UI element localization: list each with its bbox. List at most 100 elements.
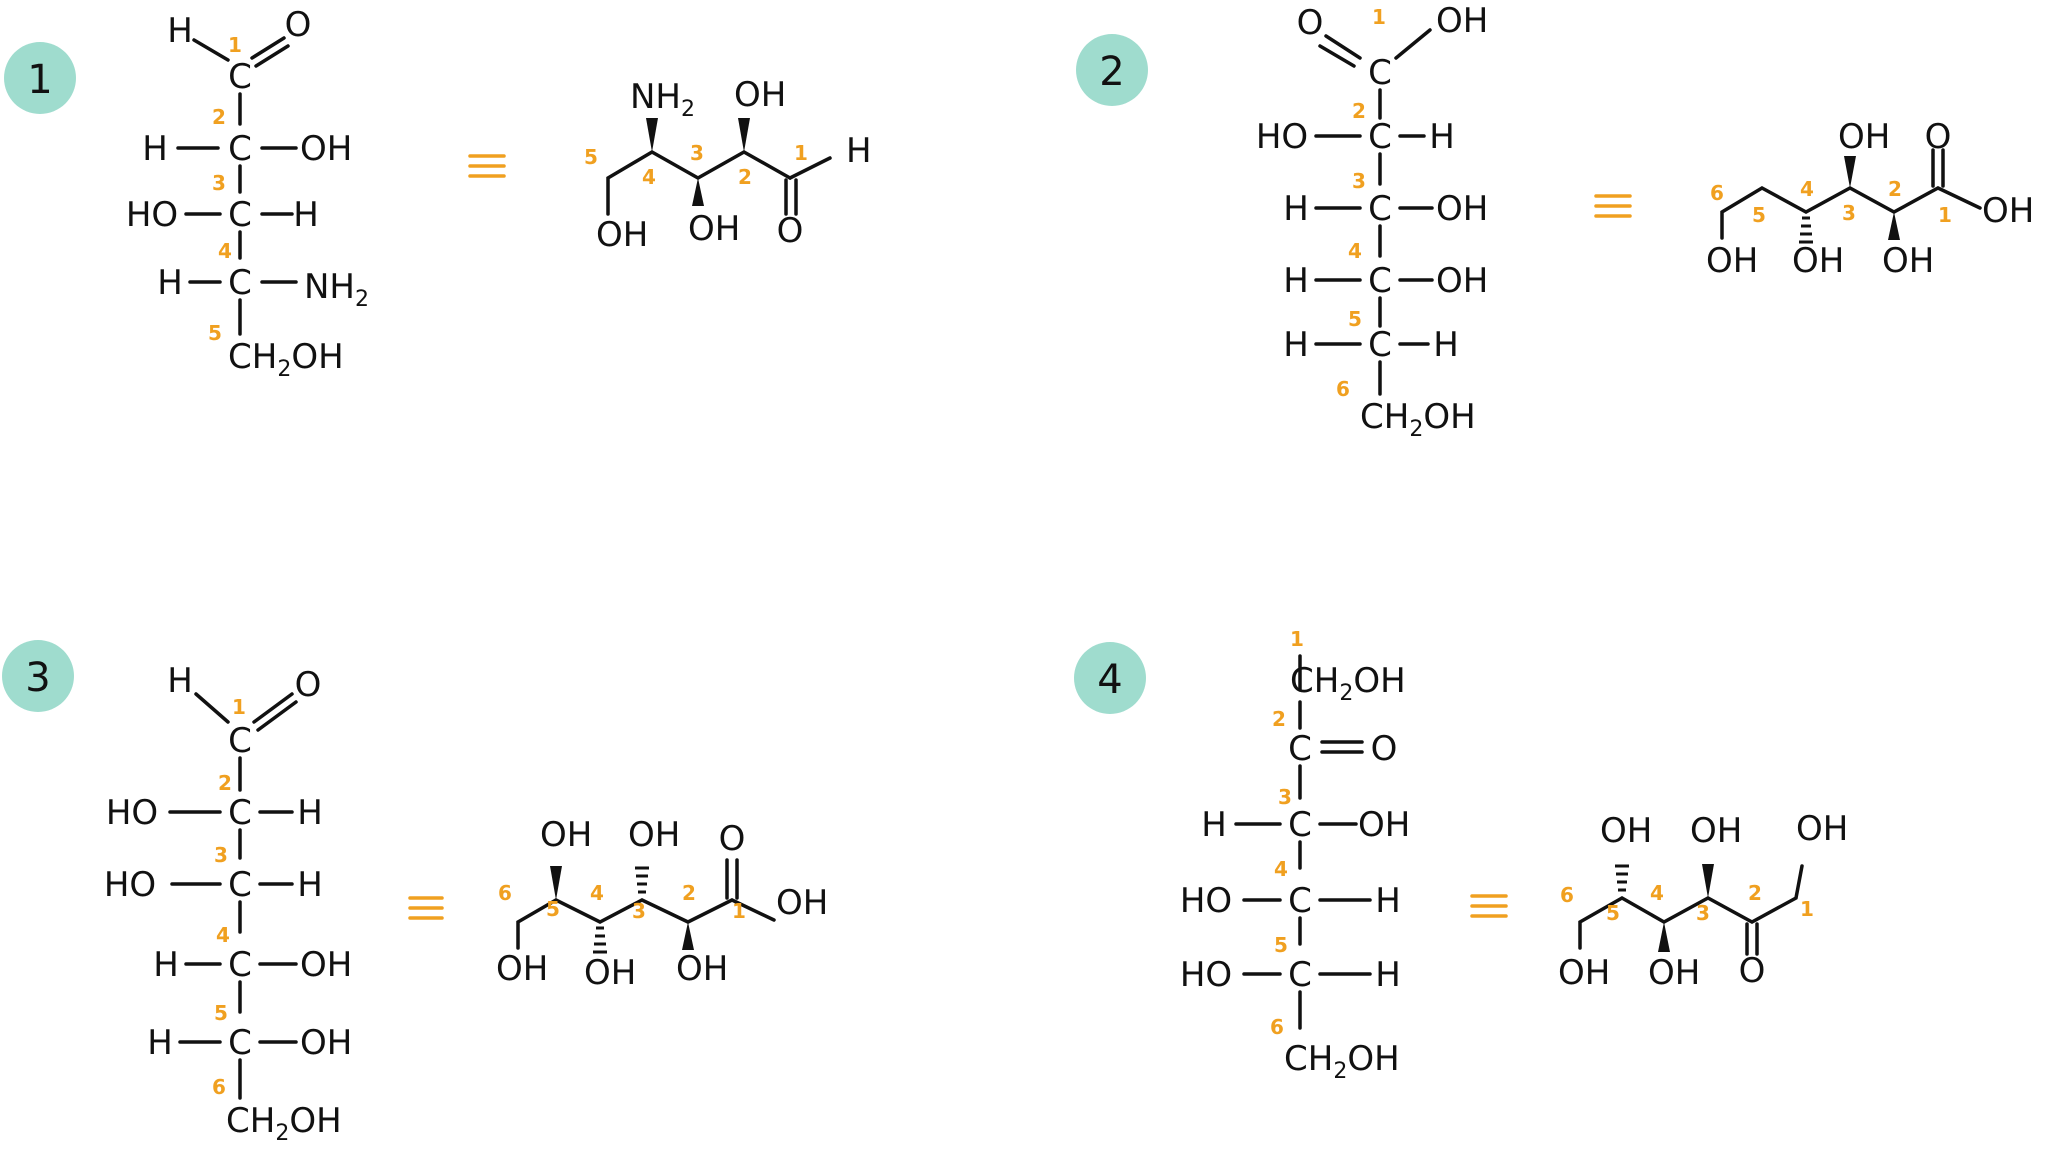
bond bbox=[254, 44, 290, 68]
equivalence-sign bbox=[1594, 194, 1632, 218]
carbon-number: 1 bbox=[732, 899, 746, 923]
bond bbox=[192, 38, 230, 62]
substituent-left: H bbox=[142, 129, 168, 169]
substituent-left: HO bbox=[106, 793, 158, 833]
carbon-number: 3 bbox=[632, 899, 646, 923]
carbon-number: 3 bbox=[1842, 201, 1856, 225]
atom-label: OH bbox=[1436, 1, 1488, 41]
substituent-right: NH2 bbox=[304, 267, 369, 312]
skeletal-formula: OH O OH OH OH OH 6 5 4 3 2 1 bbox=[1706, 117, 2034, 281]
atom-label: H bbox=[846, 131, 872, 171]
substituent-left: HO bbox=[1180, 881, 1232, 921]
atom-label: C bbox=[228, 721, 252, 761]
substituent-right: H bbox=[297, 793, 323, 833]
carbon-center: C bbox=[1288, 955, 1312, 995]
substituent-left: HO bbox=[1256, 117, 1308, 157]
bond bbox=[194, 692, 230, 724]
fischer-projection: O OH C HO C H H C OH H C OH H bbox=[1256, 1, 1488, 442]
substituent-right: OH bbox=[300, 129, 352, 169]
atom-label: OH bbox=[1838, 117, 1890, 157]
carbon-chain bbox=[1720, 185, 1982, 240]
carbon-number: 3 bbox=[1278, 785, 1292, 809]
atom-label: OH bbox=[1792, 241, 1844, 281]
skeletal-formula: NH2 OH OH OH H O 5 4 3 2 1 bbox=[584, 75, 872, 255]
panel-badge-label: 1 bbox=[27, 57, 52, 103]
terminal-group: CH2OH bbox=[1290, 661, 1406, 706]
wedge-bond bbox=[738, 118, 750, 152]
wedge-bond bbox=[692, 178, 704, 206]
substituent-left: H bbox=[157, 263, 183, 303]
skeletal-formula: OH OH O OH OH OH OH 6 5 4 3 2 1 bbox=[496, 815, 828, 993]
atom-label: OH bbox=[628, 815, 680, 855]
atom-label: O bbox=[719, 819, 746, 859]
panel-badge bbox=[1074, 642, 1146, 714]
carbon-number: 2 bbox=[1888, 177, 1902, 201]
bond bbox=[252, 692, 294, 724]
carbon-center: C bbox=[1368, 325, 1392, 365]
substituent-right: OH bbox=[1436, 189, 1488, 229]
atom-label: OH bbox=[776, 883, 828, 923]
atom-label: C bbox=[1368, 53, 1392, 93]
substituent-left: H bbox=[1283, 325, 1309, 365]
atom-label: OH bbox=[1982, 191, 2034, 231]
carbon-number: 1 bbox=[1372, 5, 1386, 29]
wedge-bond bbox=[682, 922, 694, 950]
skeletal-formula: OH OH OH OH OH OH O 6 5 4 3 2 1 bbox=[1558, 809, 1848, 993]
carbon-number: 2 bbox=[218, 771, 232, 795]
fischer-projection: CH2OH C O H C OH HO C H HO C H C bbox=[1180, 627, 1410, 1084]
substituent-left: H bbox=[1283, 261, 1309, 301]
atom-label: O bbox=[1739, 951, 1766, 991]
carbon-chain bbox=[606, 149, 792, 216]
bond bbox=[256, 700, 298, 732]
carbon-number: 6 bbox=[498, 881, 512, 905]
substituent-left: HO bbox=[1180, 955, 1232, 995]
atom-label: OH bbox=[496, 949, 548, 989]
atom-label: OH bbox=[676, 949, 728, 989]
panel-3: 3 H O C HO C H HO C H H C OH bbox=[2, 640, 828, 1146]
atom-label: OH bbox=[1706, 241, 1758, 281]
substituent-right: H bbox=[1429, 117, 1455, 157]
substituent-right: H bbox=[1375, 881, 1401, 921]
substituent-left: H bbox=[153, 945, 179, 985]
carbon-number: 2 bbox=[682, 881, 696, 905]
bond bbox=[788, 156, 832, 180]
carbon-number: 5 bbox=[1752, 203, 1766, 227]
carbon-chain bbox=[1578, 864, 1804, 950]
substituent-left: HO bbox=[104, 865, 156, 905]
atom-label: C bbox=[228, 57, 252, 97]
fischer-projection: H O C HO C H HO C H H C OH H bbox=[104, 661, 352, 1146]
carbon-center: C bbox=[1288, 729, 1312, 769]
atom-label: OH bbox=[1558, 953, 1610, 993]
hashed-bond bbox=[635, 866, 649, 894]
carbon-center: C bbox=[1368, 189, 1392, 229]
equivalence-sign bbox=[468, 154, 506, 178]
substituent-left: H bbox=[1283, 189, 1309, 229]
substituent-right: O bbox=[1371, 729, 1398, 769]
fischer-projection: H O C H C OH HO C H H C NH2 bbox=[126, 5, 369, 382]
bond bbox=[1394, 28, 1432, 60]
atom-label: OH bbox=[1690, 811, 1742, 851]
carbon-center: C bbox=[1288, 805, 1312, 845]
hashed-bond bbox=[1799, 216, 1813, 244]
hashed-bond bbox=[1615, 864, 1629, 892]
carbon-center: C bbox=[1288, 881, 1312, 921]
carbon-number: 4 bbox=[1348, 239, 1362, 263]
carbon-number: 4 bbox=[1800, 177, 1814, 201]
substituent-right: OH bbox=[300, 945, 352, 985]
carbon-number: 3 bbox=[212, 171, 226, 195]
carbon-center: C bbox=[228, 865, 252, 905]
wedge-bond bbox=[646, 118, 658, 152]
substituent-right: H bbox=[293, 195, 319, 235]
carbon-number: 4 bbox=[216, 923, 230, 947]
carbon-number: 1 bbox=[1800, 897, 1814, 921]
wedge-bond bbox=[550, 866, 562, 900]
substituent-right: H bbox=[1375, 955, 1401, 995]
wedge-bond bbox=[1844, 156, 1856, 188]
wedge-bond bbox=[1702, 864, 1714, 898]
carbon-number: 5 bbox=[1606, 901, 1620, 925]
panel-badge-label: 3 bbox=[25, 655, 50, 701]
wedge-bond bbox=[1888, 212, 1900, 240]
panel-badge-label: 4 bbox=[1097, 657, 1122, 703]
bond bbox=[250, 36, 286, 60]
